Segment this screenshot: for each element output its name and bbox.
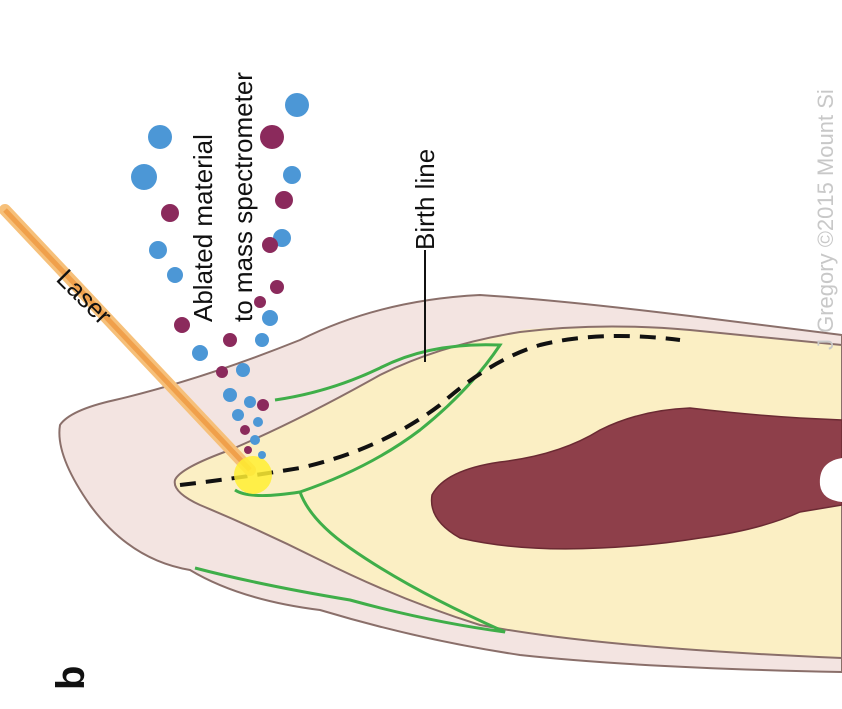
- particle-blue: [244, 396, 256, 408]
- particle-blue: [258, 451, 266, 459]
- particle-blue: [131, 164, 157, 190]
- particle-purple: [161, 204, 179, 222]
- particle-blue: [285, 93, 309, 117]
- particle-blue: [223, 388, 237, 402]
- particle-purple: [275, 191, 293, 209]
- particle-purple: [216, 366, 228, 378]
- particle-purple: [240, 425, 250, 435]
- particle-blue: [253, 417, 263, 427]
- particle-blue: [250, 435, 260, 445]
- particle-purple: [260, 125, 284, 149]
- particle-purple: [270, 280, 284, 294]
- particle-purple: [262, 237, 278, 253]
- particle-blue: [283, 166, 301, 184]
- particle-blue: [262, 310, 278, 326]
- particle-purple: [244, 446, 252, 454]
- particle-blue: [148, 125, 172, 149]
- particle-purple: [223, 333, 237, 347]
- particle-blue: [192, 345, 208, 361]
- copyright-credit: J Gregory ©2015 Mount Si: [813, 89, 838, 350]
- particle-blue: [149, 241, 167, 259]
- panel-label: b: [49, 666, 93, 690]
- particle-blue: [255, 333, 269, 347]
- laser-spot: [234, 456, 272, 494]
- birth-line-label: Birth line: [410, 149, 440, 250]
- ablated-label-line2: to mass spectrometer: [228, 72, 258, 322]
- ablated-label-line1: Ablated material: [188, 134, 218, 322]
- particle-purple: [257, 399, 269, 411]
- particle-blue: [232, 409, 244, 421]
- particle-blue: [167, 267, 183, 283]
- particle-blue: [236, 363, 250, 377]
